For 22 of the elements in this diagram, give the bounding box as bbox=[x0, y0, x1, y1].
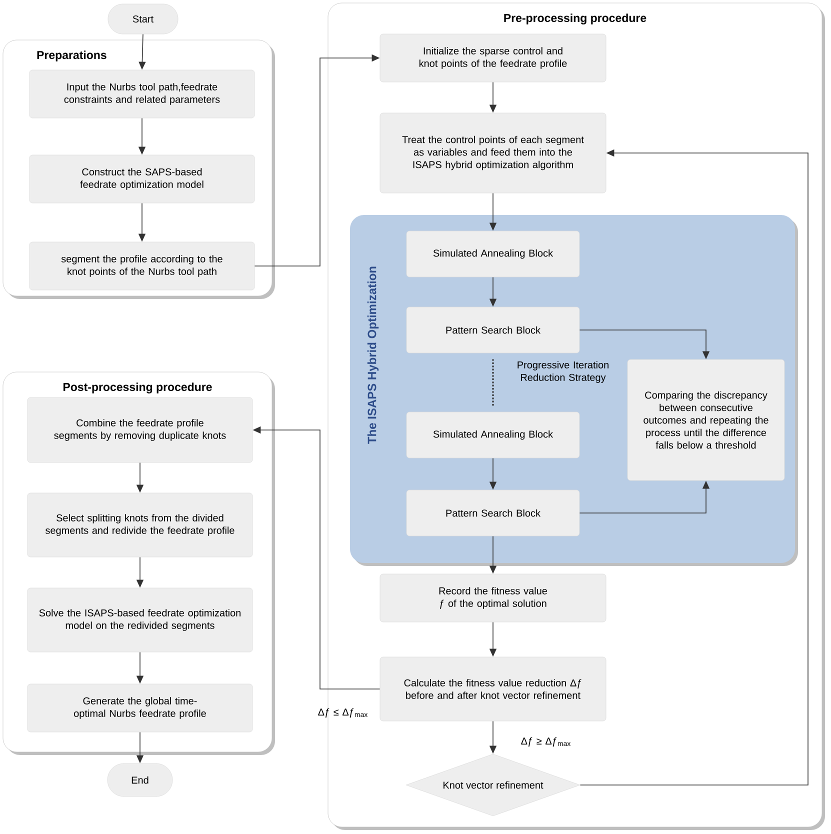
process-box: Pattern Search Block bbox=[406, 490, 580, 536]
terminal-box: Start bbox=[108, 4, 178, 34]
process-box: Select splitting knots from the divided segments and redivide the feedrate profile bbox=[27, 492, 253, 558]
process-box: Simulated Annealing Block bbox=[406, 412, 580, 458]
dotted-line bbox=[492, 359, 494, 406]
process-box: Initialize the sparse control and knot points of the feedrate profile bbox=[380, 34, 606, 82]
process-box: Combine the feedrate profile segments by removing duplicate knots bbox=[27, 397, 253, 463]
edge-label: Δƒ ≤ Δƒ$_{max}$ bbox=[318, 708, 368, 718]
terminal-box: End bbox=[107, 763, 173, 797]
process-box: Calculate the fitness value reduction Δƒ before and after knot vector refinement bbox=[380, 656, 606, 722]
process-box: Pattern Search Block bbox=[406, 306, 580, 354]
process-box: segment the profile according to the knot points of the Nurbs tool path bbox=[29, 242, 255, 290]
process-box: Record the fitness value ƒ of the optimal solution bbox=[380, 574, 606, 622]
process-box: Comparing the discrepancy between consecutive outcomes and repeating the process until the difference falls below a threshold bbox=[627, 359, 785, 481]
process-box: Input the Nurbs tool path,feedrate constraints and related parameters bbox=[29, 70, 255, 118]
edge-label: Progressive Iteration Reduction Strategy bbox=[518, 361, 608, 383]
process-box: Generate the global time-optimal Nurbs feedrate profile bbox=[27, 684, 253, 732]
process-box: Simulated Annealing Block bbox=[406, 230, 580, 278]
process-box: Treat the control points of each segment as variables and feed them into the ISAPS hybrid optimization algorithm bbox=[380, 112, 606, 194]
edge-label: Δƒ ≥ Δƒ$_{max}$ bbox=[521, 737, 571, 747]
process-box: Solve the ISAPS-based feedrate optimization model on the redivided segments bbox=[27, 588, 253, 652]
process-box: Construct the SAPS-based feedrate optimization model bbox=[29, 154, 255, 204]
